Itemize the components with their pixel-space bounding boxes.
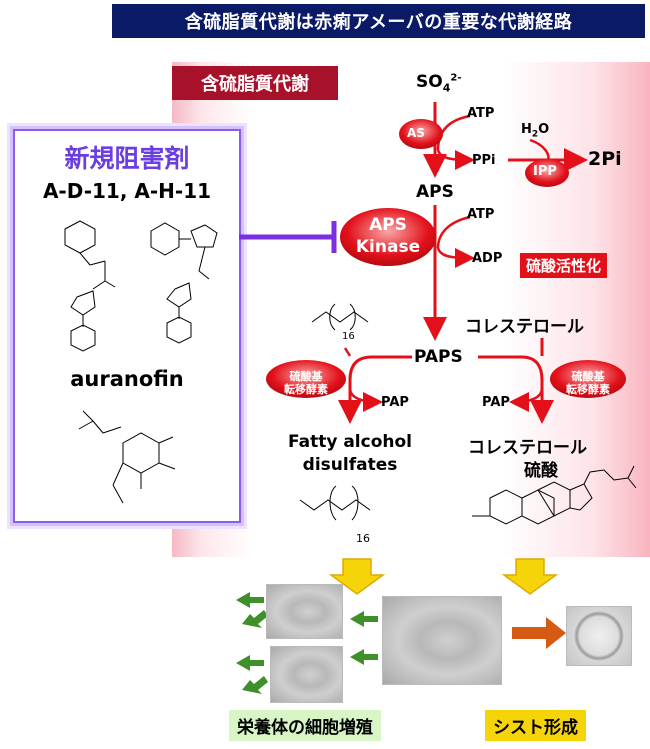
sulfur-lipid-metabolism-label: 含硫脂質代謝 [172,66,338,100]
pap-label-left: PAP [381,395,409,410]
inhibitor-heading: 新規阻害剤 [64,144,190,173]
paps-label: PAPS [414,347,463,367]
h2o-in-curve [529,138,550,161]
sulfate-label: SO42- [416,72,462,95]
paps-to-cholesterol-sulfate-arrow [478,355,554,424]
orange-arrow-to-cyst [512,617,566,649]
yellow-arrow-right [501,558,559,595]
aps-kinase-enzyme [340,208,436,266]
adp-out-curve [436,247,475,268]
yellow-arrow-left [328,558,386,595]
green-arrow-4 [350,649,378,665]
ipp-enzyme [525,159,569,187]
sulfotransferase-left-line2: 転移酵素 [284,383,328,396]
cyst-photo [566,606,632,666]
ppi-out-curve [436,149,475,170]
compound-names: A-D-11, A-H-11 [42,179,212,203]
as-label: AS [407,126,425,140]
cholesterol-sulfate-line2: 硫酸 [524,461,558,481]
sulfotransferase-left [266,360,346,398]
cholesterol-sulfate-line1: コレステロール [468,438,587,458]
pap-out-left [348,387,383,412]
green-arrow-1 [236,592,264,608]
fatty-alcohol-line1: Fatty alcohol [287,432,412,452]
adp-label: ADP [472,251,503,266]
chain-length-label-bottom: 16 [356,532,370,545]
auranofin-structure [78,410,176,504]
two-pi-label: 2Pi [588,148,622,170]
trophozoite-photo-1 [266,584,343,639]
sulfotransferase-left-line1: 硫酸基 [289,370,323,383]
compound-ad11-structure [64,220,116,352]
pap-out-right [509,387,544,412]
aps-label: APS [416,182,454,202]
trophozoite-photo-2 [270,646,343,703]
title-banner: 含硫脂質代謝は赤痢アメーバの重要な代謝経路 [112,4,645,38]
auranofin-label: auranofin [70,367,184,391]
ipp-label: IPP [533,164,557,179]
atp-label-2: ATP [467,207,495,222]
green-arrow-2 [242,610,268,628]
as-enzyme [399,119,443,149]
fatty-alcohol-line2: disulfates [302,455,398,475]
atp-label-1: ATP [467,106,495,121]
compound-ah11-structure [150,222,218,344]
water-label: H2O [521,122,550,140]
aps-kinase-line2: Kinase [355,237,421,257]
ppi-label: PPi [472,153,496,168]
green-arrow-3 [350,611,378,627]
pap-label-right: PAP [482,395,510,410]
chain-length-label-top: 16 [342,331,355,342]
inhibitor-panel: 新規阻害剤 A-D-11, A-H-11 auranofin [13,129,241,523]
sulfotransferase-right-line2: 転移酵素 [566,383,610,396]
sulfotransferase-right-line1: 硫酸基 [571,370,605,383]
paps-to-fatty-arrow [338,355,412,424]
aps-kinase-line1: APS [369,215,407,235]
atp-in-curve-1 [436,114,471,151]
atp-in-curve-2 [436,215,471,249]
sulfate-activation-label: 硫酸活性化 [520,253,608,278]
green-arrow-6 [242,676,268,694]
trophozoite-proliferation-label: 栄養体の細胞増殖 [229,710,381,741]
trophozoite-photo-large [382,596,502,685]
green-arrow-5 [236,655,264,671]
cholesterol-label: コレステロール [465,317,584,337]
sulfotransferase-right [550,360,626,398]
cyst-formation-label: シスト形成 [485,710,586,741]
